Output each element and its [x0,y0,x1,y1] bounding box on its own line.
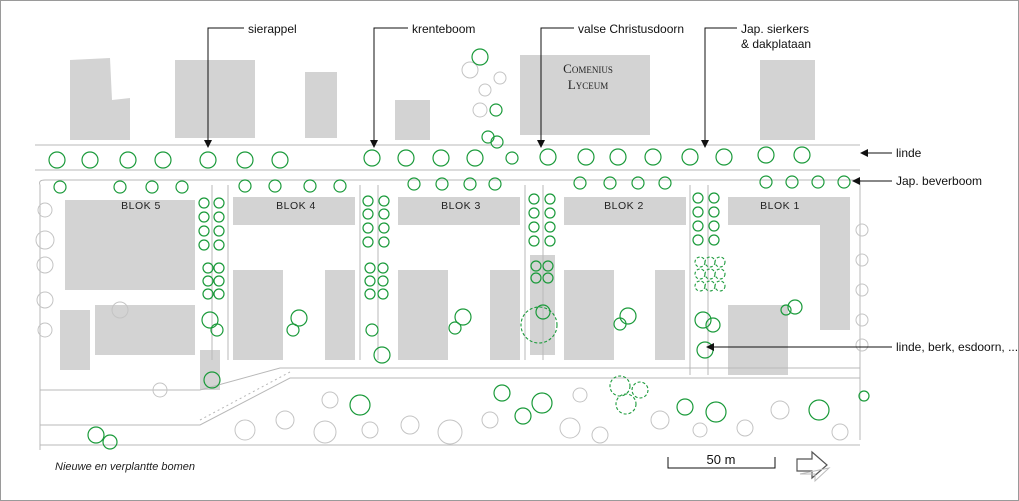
block-label-3: BLOK 3 [441,200,481,212]
block-label-1: BLOK 1 [760,200,800,212]
callout-leaders [204,27,892,351]
block-label-2: BLOK 2 [604,200,644,212]
callout-beverboom: Jap. beverboom [896,174,982,188]
scale-bar-label: 50 m [707,452,736,467]
block-label-4: BLOK 4 [276,200,316,212]
comenius-lyceum-building [520,55,650,135]
scale-bar [667,457,776,469]
school-name-line1: Comenius [563,61,613,76]
buildings [60,55,850,390]
legend-new-trees: Nieuwe en verplantte bomen [55,461,195,473]
callout-krenteboom: krenteboom [412,22,475,36]
north-arrow-icon [796,450,831,483]
callout-christusdoorn: valse Christusdoorn [578,22,684,36]
callout-mixed: linde, berk, esdoorn, ... [896,340,1018,354]
callout-linde: linde [896,146,922,160]
block-label-5: BLOK 5 [121,200,161,212]
callout-sierkers-line1: Jap. sierkers [741,22,809,36]
existing-trees [35,61,869,445]
school-name-line2: Lyceum [568,77,608,92]
roads [35,144,861,450]
new-trees [48,48,870,450]
callout-sierappel: sierappel [248,22,297,36]
callout-sierkers-line2: & dakplataan [741,37,811,51]
